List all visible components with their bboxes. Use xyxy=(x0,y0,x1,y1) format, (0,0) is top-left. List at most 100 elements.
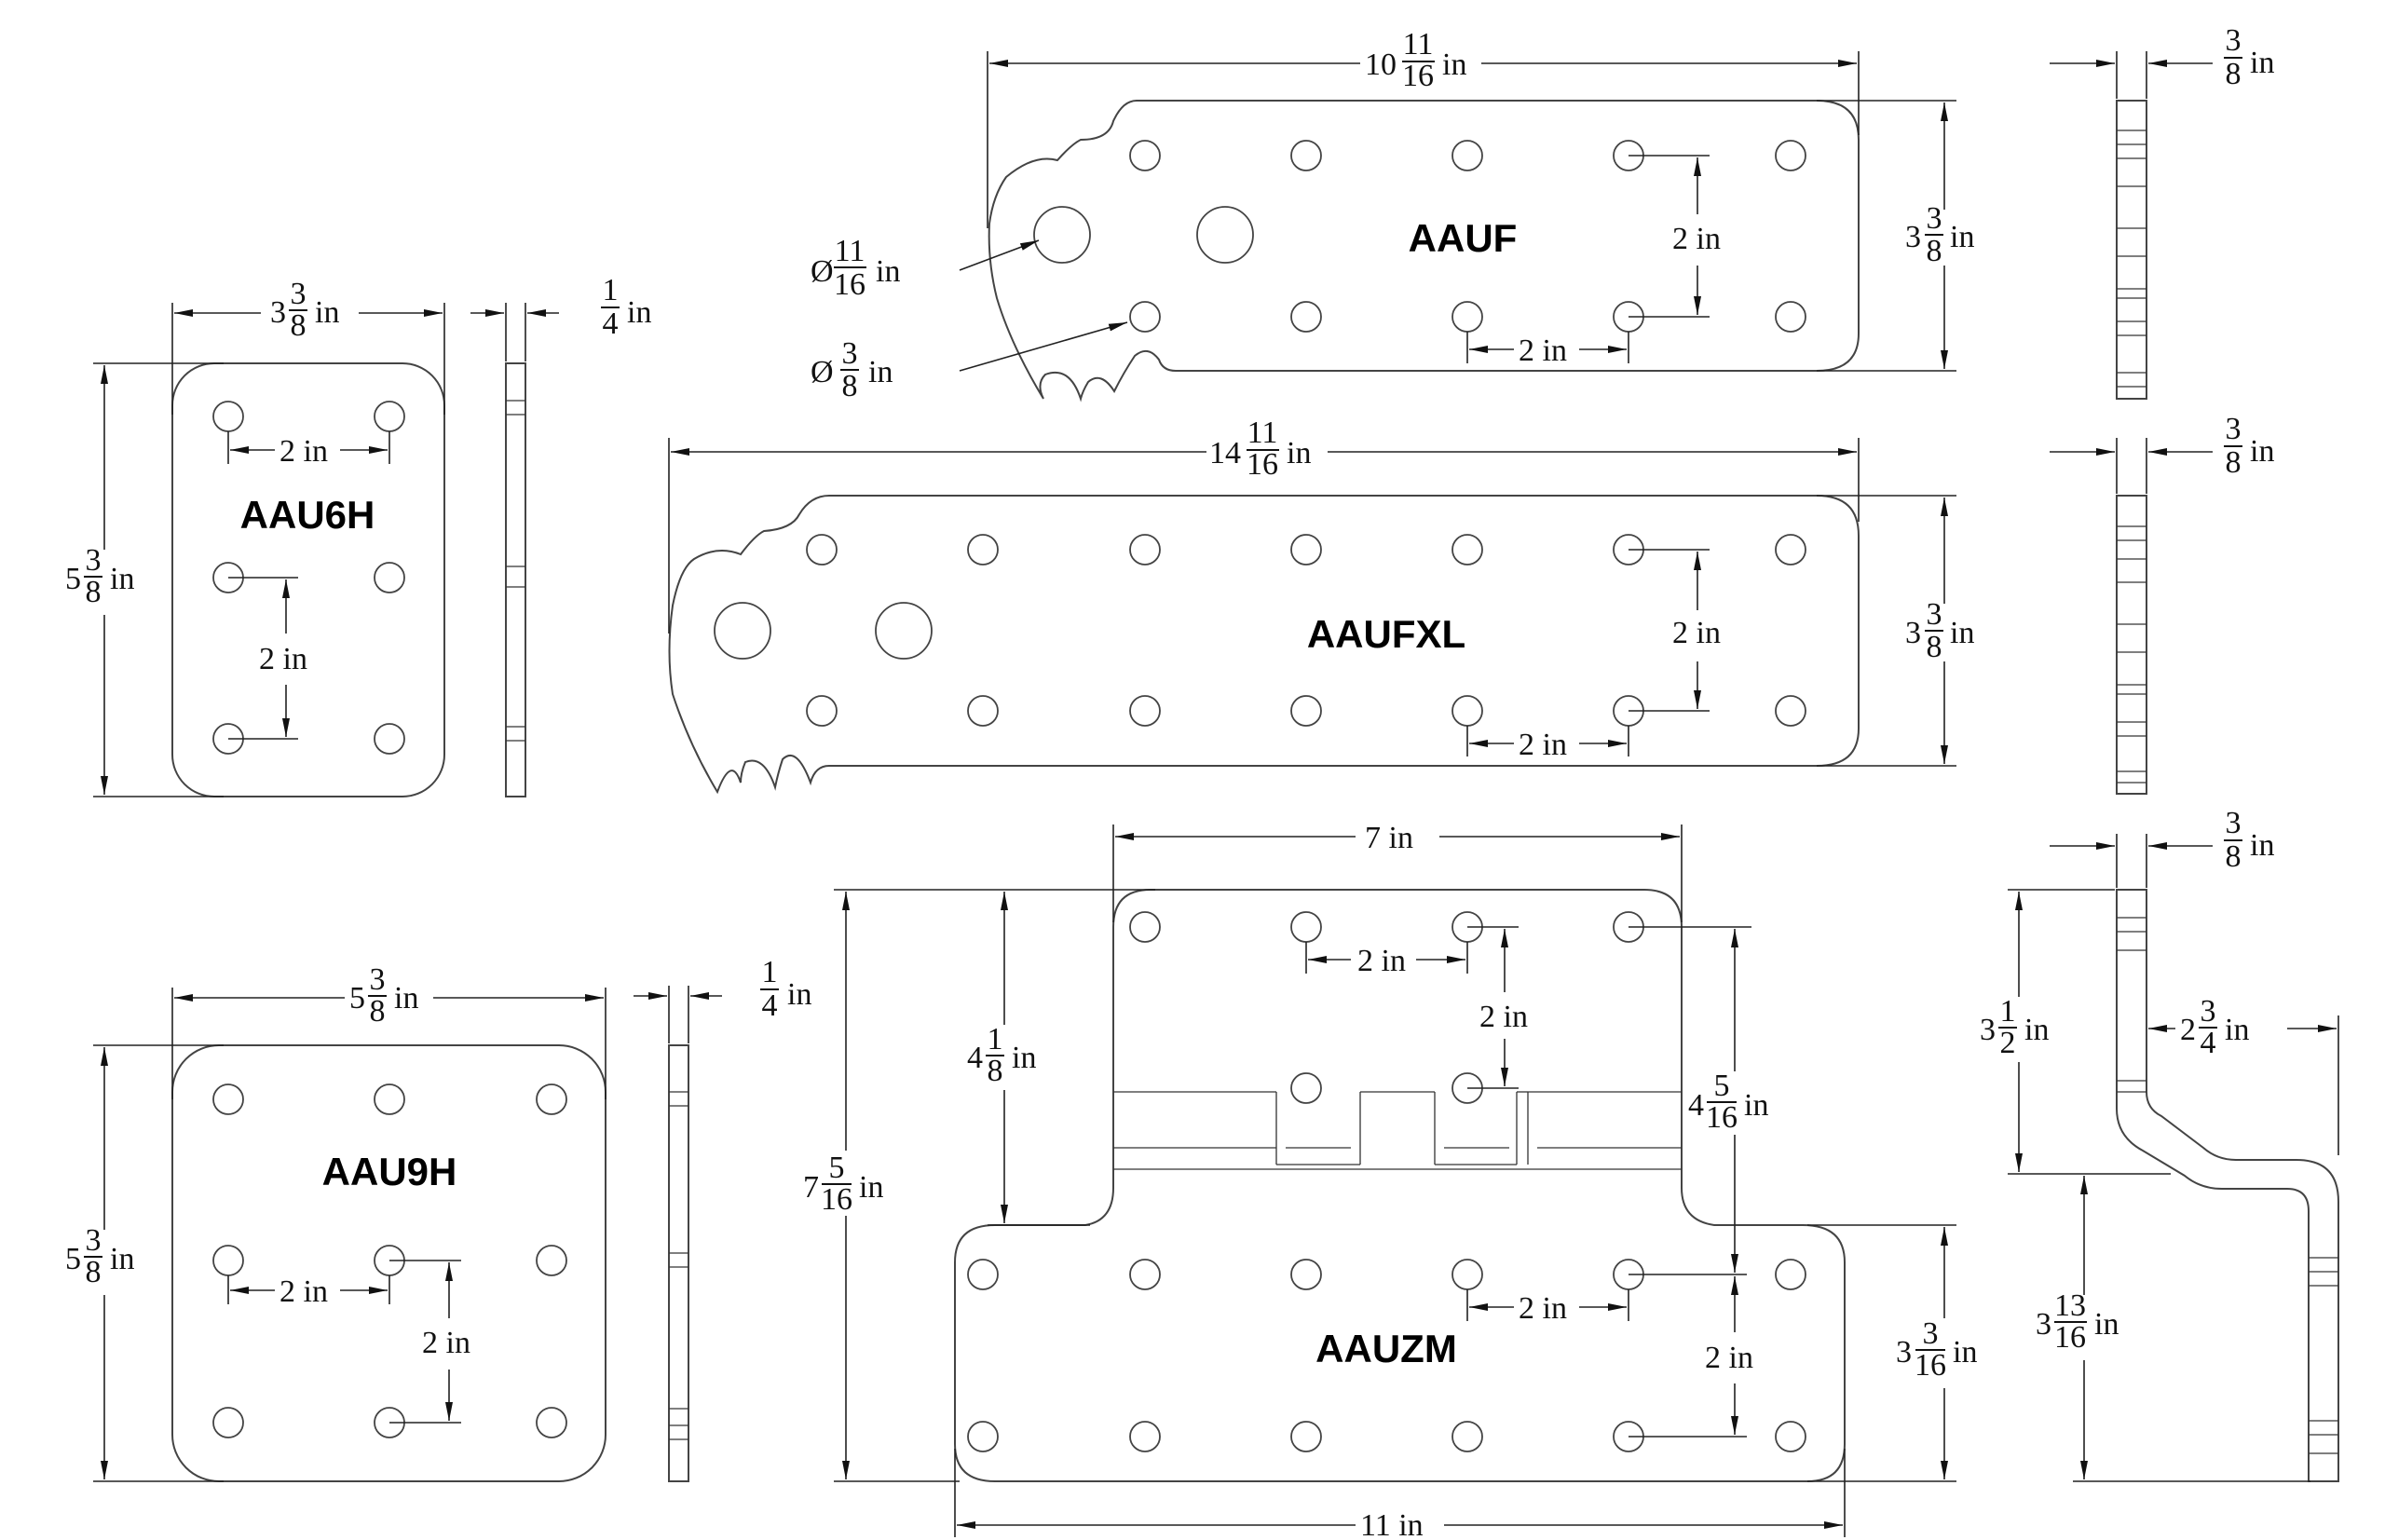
svg-text:in: in xyxy=(2094,1307,2119,1342)
svg-text:Ø: Ø xyxy=(811,355,834,389)
aau9h-width-dim: 5 3 8 in xyxy=(349,962,418,1029)
aauf-plate xyxy=(988,100,1860,402)
svg-text:in: in xyxy=(2024,1013,2049,1047)
aauzm-label: AAUZM xyxy=(1315,1327,1457,1370)
aaufxl-spacing-v: 2 in xyxy=(1672,616,1721,650)
svg-text:2: 2 xyxy=(2000,1026,2016,1060)
aauzm-side xyxy=(2116,889,2339,1482)
svg-text:in: in xyxy=(859,1170,883,1205)
svg-text:in: in xyxy=(1442,48,1466,82)
svg-text:5: 5 xyxy=(349,981,365,1015)
aauf-holes xyxy=(1033,140,1806,333)
svg-text:16: 16 xyxy=(1402,59,1434,93)
svg-text:16: 16 xyxy=(821,1182,852,1217)
aauf-large-hole-callout: Ø 11 16 in xyxy=(811,234,900,302)
svg-text:16: 16 xyxy=(834,267,865,302)
svg-text:8: 8 xyxy=(988,1054,1003,1088)
svg-text:in: in xyxy=(2250,46,2274,80)
svg-text:Ø: Ø xyxy=(811,254,834,289)
aau6h-thickness-dim: 1 4 in xyxy=(601,273,651,341)
svg-text:3: 3 xyxy=(1980,1013,1996,1047)
aauf-spacing-h: 2 in xyxy=(1519,334,1567,368)
svg-text:11: 11 xyxy=(835,234,865,268)
aau9h-spacing-v: 2 in xyxy=(422,1326,470,1360)
part-aaufxl: AAUFXL 14 11 16 in 3 3 8 in xyxy=(668,412,2274,795)
svg-text:3: 3 xyxy=(1905,220,1921,254)
svg-text:in: in xyxy=(1287,436,1311,470)
svg-text:11: 11 xyxy=(1247,416,1278,450)
svg-text:13: 13 xyxy=(2054,1288,2086,1323)
aaufxl-plate xyxy=(668,495,1860,795)
svg-text:4: 4 xyxy=(1688,1088,1704,1123)
svg-text:1: 1 xyxy=(988,1022,1003,1056)
aau6h-length-dim: 5 3 8 in xyxy=(65,543,134,609)
aauzm-mid-height-dim: 4 5 16 in xyxy=(1688,1069,1768,1135)
part-aauzm: AAUZM 7 in 11 in 7 5 16 in 4 1 8 xyxy=(803,806,2339,1540)
svg-text:14: 14 xyxy=(1209,436,1241,470)
aau6h-spacing-v: 2 in xyxy=(259,642,307,676)
aaufxl-label: AAUFXL xyxy=(1307,612,1465,656)
svg-text:3: 3 xyxy=(1923,1316,1939,1351)
svg-text:3: 3 xyxy=(1927,201,1942,236)
aauzm-side-lower-dim: 3 13 16 in xyxy=(2036,1288,2119,1355)
svg-text:in: in xyxy=(1953,1335,1977,1370)
svg-text:3: 3 xyxy=(370,962,386,997)
aauf-side xyxy=(2116,100,2147,400)
svg-text:in: in xyxy=(2250,434,2274,469)
aauzm-spacing-bottom-v: 2 in xyxy=(1705,1341,1753,1375)
svg-text:3: 3 xyxy=(86,543,102,578)
svg-text:3: 3 xyxy=(2226,806,2242,840)
svg-text:in: in xyxy=(2250,828,2274,863)
svg-text:2: 2 xyxy=(2180,1013,2196,1047)
svg-text:in: in xyxy=(2225,1013,2249,1047)
svg-text:16: 16 xyxy=(1706,1100,1738,1135)
aaufxl-length-dim: 14 11 16 in xyxy=(1209,416,1311,482)
aauzm-side-upper-dim: 3 1 2 in xyxy=(1980,994,2049,1060)
aauf-label: AAUF xyxy=(1409,216,1518,260)
svg-text:5: 5 xyxy=(1714,1069,1730,1103)
aauf-width-dim: 3 3 8 in xyxy=(1905,201,1974,268)
svg-text:5: 5 xyxy=(65,1242,81,1276)
svg-text:1: 1 xyxy=(603,273,619,307)
svg-text:8: 8 xyxy=(842,369,858,403)
svg-text:3: 3 xyxy=(2226,23,2242,58)
svg-text:3: 3 xyxy=(270,295,286,330)
svg-text:3: 3 xyxy=(2201,994,2216,1029)
svg-text:3: 3 xyxy=(86,1223,102,1258)
aau9h-side xyxy=(668,1044,689,1482)
svg-text:in: in xyxy=(868,355,893,389)
aau6h-width-dim: 3 3 8 in xyxy=(270,277,339,343)
svg-text:16: 16 xyxy=(1915,1348,1946,1383)
svg-text:1: 1 xyxy=(2000,994,2016,1029)
svg-text:8: 8 xyxy=(86,575,102,609)
svg-text:10: 10 xyxy=(1365,48,1397,82)
part-aauf: AAUF 10 11 16 in 3 3 8 in xyxy=(811,23,2274,403)
svg-text:4: 4 xyxy=(762,988,778,1023)
svg-text:in: in xyxy=(1012,1041,1036,1075)
svg-text:3: 3 xyxy=(1896,1335,1912,1370)
svg-text:5: 5 xyxy=(65,562,81,596)
aau6h-plate xyxy=(171,362,445,797)
svg-text:16: 16 xyxy=(2054,1320,2086,1355)
svg-text:in: in xyxy=(315,295,339,330)
part-aau6h: AAU6H 3 3 8 in 1 4 in 5 xyxy=(65,273,651,797)
svg-text:4: 4 xyxy=(967,1041,983,1075)
svg-text:8: 8 xyxy=(2226,445,2242,480)
svg-text:in: in xyxy=(787,977,811,1012)
svg-text:4: 4 xyxy=(2201,1026,2216,1060)
aau6h-label: AAU6H xyxy=(240,493,375,537)
svg-text:8: 8 xyxy=(2226,57,2242,91)
aaufxl-holes xyxy=(714,534,1806,727)
aauzm-holes xyxy=(967,911,1806,1452)
svg-text:in: in xyxy=(627,295,651,330)
aau9h-spacing-h: 2 in xyxy=(279,1274,328,1309)
svg-text:4: 4 xyxy=(603,307,619,341)
aau9h-length-dim: 5 3 8 in xyxy=(65,1223,134,1289)
svg-text:in: in xyxy=(110,562,134,596)
aauzm-upper-height-dim: 4 1 8 in xyxy=(967,1022,1036,1088)
aau6h-side xyxy=(505,362,526,797)
svg-text:in: in xyxy=(1950,220,1974,254)
svg-text:11: 11 xyxy=(1403,27,1434,61)
svg-text:8: 8 xyxy=(2226,839,2242,874)
part-aau9h: AAU9H 5 3 8 in 1 4 in 5 3 xyxy=(65,955,811,1482)
